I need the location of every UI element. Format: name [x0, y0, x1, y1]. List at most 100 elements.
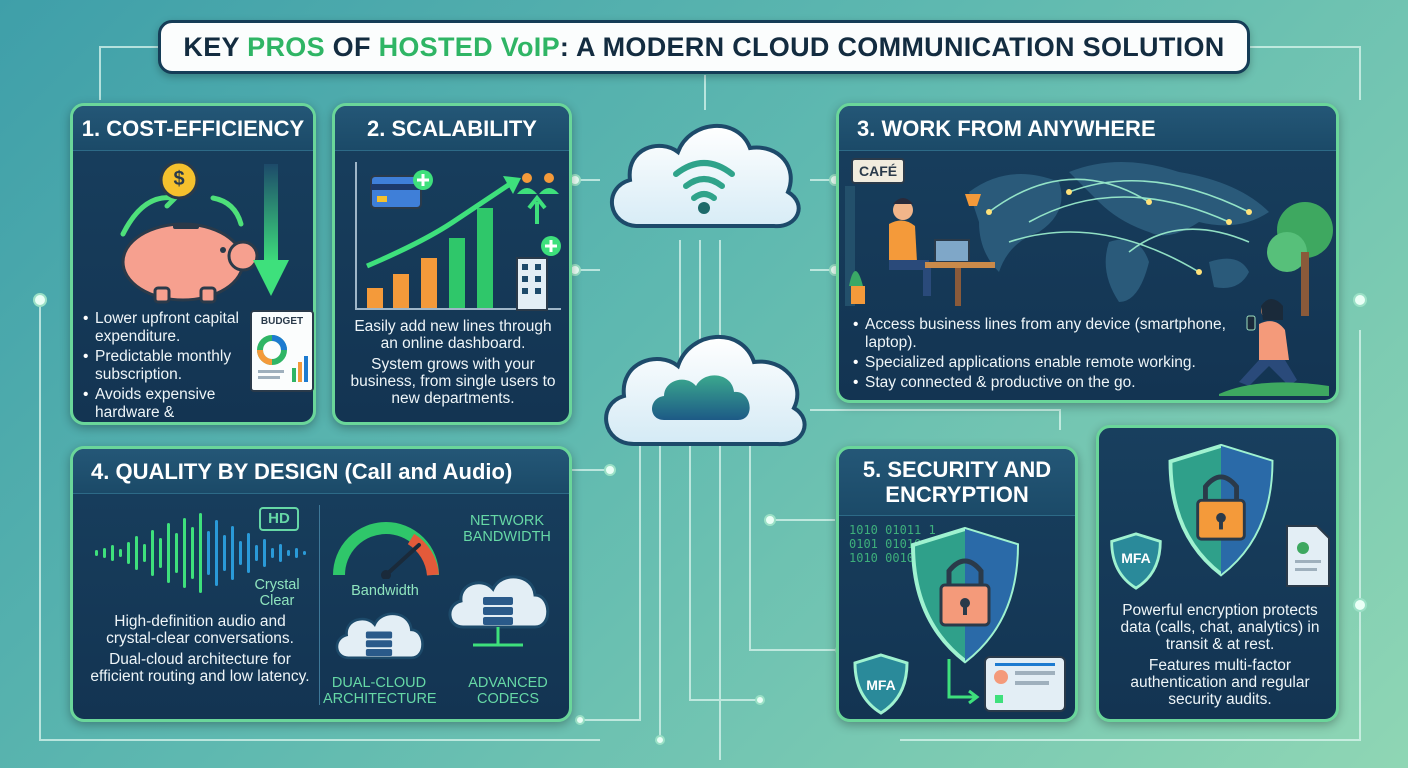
panel-title: 2. SCALABILITY	[367, 116, 537, 141]
budget-report-icon: BUDGET	[250, 310, 314, 392]
panel-header	[839, 106, 1336, 151]
building-icon	[516, 236, 561, 311]
panel-header	[335, 106, 569, 151]
budget-label: BUDGET	[260, 316, 304, 327]
tree-icon	[1267, 202, 1333, 316]
credit-card-icon	[370, 170, 433, 209]
shield-icon	[1110, 532, 1162, 590]
hd-badge: HD	[259, 507, 299, 531]
coin-symbol: $	[173, 168, 185, 190]
growth-chart-icon	[355, 162, 561, 310]
panel-scalability: 2. SCALABILITY Easily add new lines thro…	[332, 103, 572, 425]
paragraph: System grows with your business, from si…	[350, 356, 556, 407]
wave-bar	[263, 539, 266, 567]
person-laptop-icon	[845, 186, 995, 306]
bandwidth-label: Bandwidth	[351, 583, 419, 599]
crystal-clear-label: Crystal Clear	[254, 577, 300, 609]
list-item: Lower upfront capital expenditure.	[83, 310, 251, 346]
wave-bar	[175, 533, 178, 573]
person-phone-icon	[1219, 299, 1329, 396]
wave-bar	[295, 548, 298, 558]
user-add-icon	[517, 173, 559, 224]
panel-title: 1. COST-EFFICIENCY	[81, 116, 305, 141]
cloud-icon	[604, 335, 807, 447]
panel-title: 3. WORK FROM ANYWHERE	[857, 116, 1156, 141]
wave-bar	[303, 551, 306, 555]
wave-bar	[271, 548, 274, 558]
dual-cloud-label: DUAL-CLOUD ARCHITECTURE	[323, 675, 437, 707]
paragraph: Powerful encryption protects data (calls…	[1120, 602, 1320, 653]
wave-bar	[199, 513, 202, 593]
cafe-sign: CAFÉ	[851, 158, 906, 184]
wave-bar	[215, 520, 218, 586]
advanced-codecs-label: ADVANCED CODECS	[468, 675, 548, 707]
wave-bar	[159, 538, 162, 568]
coin-icon	[159, 160, 199, 200]
id-card-icon	[947, 656, 1066, 712]
sound-wave-icon	[95, 513, 306, 593]
paragraph: High-definition audio and crystal-clear …	[106, 613, 294, 647]
wave-bar	[247, 533, 250, 573]
hd-label: HD	[268, 510, 290, 527]
wave-bar	[183, 518, 186, 588]
wave-bar	[279, 544, 282, 562]
wave-bar	[135, 536, 138, 570]
remote-benefits-list: Access business lines from any device (s…	[853, 316, 1233, 394]
paragraph: Features multi-factor authentication and…	[1130, 657, 1310, 708]
mfa-label: MFA	[866, 677, 896, 693]
wave-bar	[239, 541, 242, 565]
list-item: Stay connected & productive on the go.	[853, 374, 1233, 392]
panel-cost-efficiency: 1. COST-EFFICIENCY $ Lower upfront capit…	[70, 103, 316, 425]
wave-bar	[127, 542, 130, 564]
wave-bar	[151, 530, 154, 576]
mfa-label: MFA	[1121, 550, 1151, 566]
speedometer-icon	[333, 522, 439, 579]
piggy-bank-icon	[120, 189, 259, 304]
scalability-text: Easily add new lines through an online d…	[347, 318, 559, 411]
title-banner: KEY PROS OF HOSTED VoIP: A MODERN CLOUD …	[158, 20, 1250, 74]
panel-header	[73, 449, 569, 494]
divider	[319, 505, 320, 705]
panel-title: 5. SECURITY AND ENCRYPTION	[862, 457, 1052, 507]
wave-bar	[231, 526, 234, 580]
wave-bar	[191, 527, 194, 579]
list-item: Predictable monthly subscription.	[83, 348, 251, 384]
wave-bar	[207, 531, 210, 575]
shield-icon	[853, 653, 909, 715]
wave-bar	[119, 549, 122, 557]
cafe-label: CAFÉ	[859, 163, 898, 179]
panel-header	[73, 106, 313, 151]
wave-bar	[103, 548, 106, 558]
shield-lock-icon	[1168, 443, 1274, 577]
wave-bar	[255, 545, 258, 561]
encryption-text: Powerful encryption protects data (calls…	[1109, 602, 1331, 712]
list-item: Specialized applications enable remote w…	[853, 354, 1233, 372]
wave-bar	[143, 544, 146, 562]
panel-work-from-anywhere: 3. WORK FROM ANYWHERE CAFÉ	[836, 103, 1339, 403]
server-cloud-icon	[448, 575, 550, 647]
world-map-icon	[969, 162, 1269, 302]
panel-title: 4. QUALITY BY DESIGN (Call and Audio)	[91, 459, 513, 484]
wifi-cloud-icon	[610, 123, 801, 229]
list-item: Avoids expensive hardware & maintenance.	[83, 386, 251, 422]
quality-text: High-definition audio and crystal-clear …	[89, 613, 311, 689]
page-title: KEY PROS OF HOSTED VoIP: A MODERN CLOUD …	[183, 31, 1225, 62]
panel-quality-by-design: 4. QUALITY BY DESIGN (Call and Audio) HD…	[70, 446, 572, 722]
server-cloud-icon	[335, 612, 424, 660]
shield-lock-icon	[910, 526, 1020, 664]
list-item: Access business lines from any device (s…	[853, 316, 1233, 352]
document-icon	[1286, 525, 1330, 587]
panel-header	[839, 449, 1075, 516]
wave-bar	[287, 550, 290, 556]
down-arrow-icon	[253, 164, 289, 296]
paragraph: Easily add new lines through an online d…	[354, 318, 552, 352]
wave-bar	[111, 545, 114, 561]
wave-bar	[167, 523, 170, 583]
paragraph: Dual-cloud architecture for efficient ro…	[90, 651, 310, 685]
network-bandwidth-label: NETWORK BANDWIDTH	[463, 513, 551, 545]
wave-bar	[223, 535, 226, 571]
wave-bar	[95, 550, 98, 556]
cost-benefits-list: Lower upfront capital expenditure. Predi…	[83, 310, 251, 422]
panel-encryption-details: MFA Powerful encryption protects data (c…	[1096, 425, 1339, 722]
